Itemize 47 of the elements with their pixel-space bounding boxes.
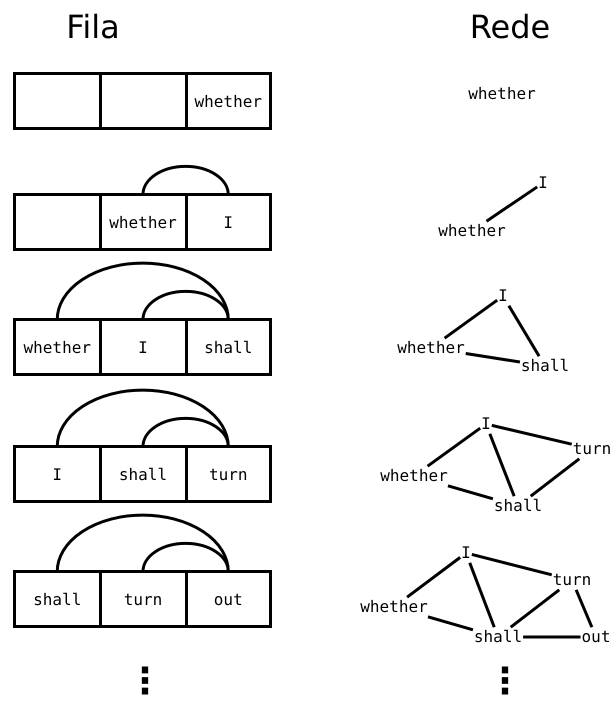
word-label: whether: [468, 85, 536, 103]
network-edge: [406, 556, 462, 598]
arc-connector: [142, 542, 230, 572]
word-label: shall: [494, 497, 542, 515]
network-edge: [523, 636, 581, 638]
network-edge: [444, 298, 498, 340]
network-edge: [491, 424, 572, 446]
ellipsis: ⋮: [127, 664, 163, 700]
network-edge: [468, 562, 496, 628]
word-label: whether: [438, 222, 506, 240]
network-edge: [471, 553, 552, 576]
word-label: whether: [397, 339, 465, 357]
arc-connector: [142, 416, 230, 447]
word-label: whether: [380, 467, 448, 485]
network-edge: [486, 186, 538, 222]
arc-connector: [56, 262, 230, 320]
network-edge: [530, 458, 580, 498]
network-edge: [510, 588, 560, 628]
queue-cell: [13, 72, 102, 130]
network-edge: [465, 352, 520, 364]
queue-cell: I: [13, 445, 102, 503]
word-label: I: [498, 287, 508, 305]
word-label: I: [538, 174, 548, 192]
word-label: I: [461, 544, 471, 562]
arc-connector: [142, 290, 230, 320]
column-heading: Fila: [66, 8, 120, 46]
word-label: turn: [572, 440, 612, 458]
word-label: out: [582, 628, 610, 646]
queue-cell: shall: [13, 570, 102, 628]
queue-cell: [13, 193, 102, 251]
column-heading: Rede: [470, 8, 550, 46]
queue-cell: whether: [13, 318, 102, 376]
network-edge: [448, 484, 494, 500]
arc-connector: [142, 164, 230, 195]
word-label: I: [481, 415, 491, 433]
word-label: turn: [552, 571, 592, 589]
word-label: shall: [474, 628, 522, 646]
ellipsis: ⋮: [487, 664, 523, 700]
network-edge: [426, 426, 482, 468]
arc-connector: [56, 514, 230, 572]
arc-connector: [56, 388, 230, 447]
network-edge: [488, 433, 516, 497]
network-edge: [574, 589, 594, 628]
word-label: shall: [520, 357, 570, 375]
word-label: whether: [360, 598, 428, 616]
network-edge: [428, 615, 474, 632]
network-edge: [508, 304, 540, 357]
